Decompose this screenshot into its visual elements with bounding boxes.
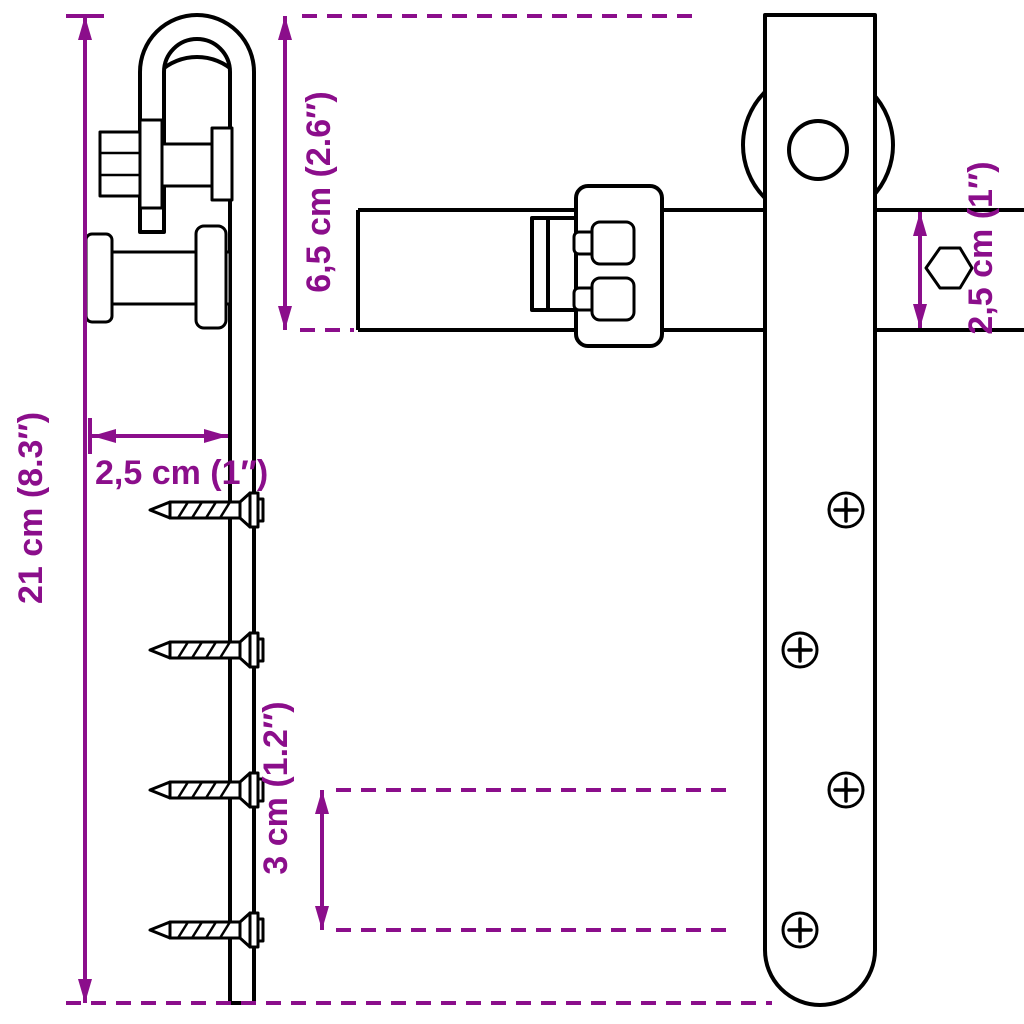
mounting-screw [148,491,265,529]
rail-height-label: 2,5 cm (1″) [962,161,1000,334]
arrow-up-icon [315,790,329,814]
mounting-screw [148,771,265,809]
dim-bracket-width: 2,5 cm (1″) [88,418,268,492]
door-stop-plate [574,184,664,348]
arrow-down-icon [913,304,927,328]
axle-bolt [98,118,234,210]
screw-tip [148,500,172,520]
mounting-screw [148,631,265,669]
strap-screw-hole [827,491,865,529]
strap-screw-hole [781,911,819,949]
strap-screw-hole [827,771,865,809]
arrow-down-icon [278,306,292,330]
total-height-label: 21 cm (8.3″) [12,412,50,604]
wheel-hub-bolt [787,119,849,181]
arrow-up-icon [913,212,927,236]
standoff-disc [194,224,228,330]
arrow-right-icon [204,429,228,443]
screw-tip [148,920,172,940]
dim-hanger-height: 6,5 cm (2.6″) [278,16,354,332]
standoff-flange [84,232,114,324]
screw-tip [148,780,172,800]
mounting-screw [148,911,265,949]
axle-flange [210,126,234,202]
hanger-height-label: 6,5 cm (2.6″) [300,91,338,293]
hanger-strap-body [763,13,877,1007]
door-stop-peg-bottom [572,276,636,322]
door-stop-peg-top [572,220,636,266]
track-rail [356,208,1024,332]
hex-set-screw [924,246,974,290]
dim-rail-height: 2,5 cm (1″) [913,161,1000,335]
arrow-up-icon [78,16,92,40]
door-stop-clamp-block [530,216,578,312]
mounting-screws-side [148,491,265,949]
strap-screw-hole [781,631,819,669]
door-standoff-barrel [84,224,232,330]
arrow-down-icon [78,979,92,1003]
bracket-width-label: 2,5 cm (1″) [95,454,268,492]
axle-hex-head [98,130,142,198]
screw-spacing-label: 3 cm (1.2″) [257,701,295,874]
arrow-left-icon [92,429,116,443]
door-stop [530,184,664,348]
screw-tip [148,640,172,660]
dim-screw-spacing: 3 cm (1.2″) [257,701,730,932]
arrow-down-icon [315,906,329,930]
dim-total-height: 21 cm (8.3″) [12,14,104,1003]
hanger-strap-front-view [741,13,895,1007]
arrow-up-icon [278,16,292,40]
axle-washer [138,118,164,210]
